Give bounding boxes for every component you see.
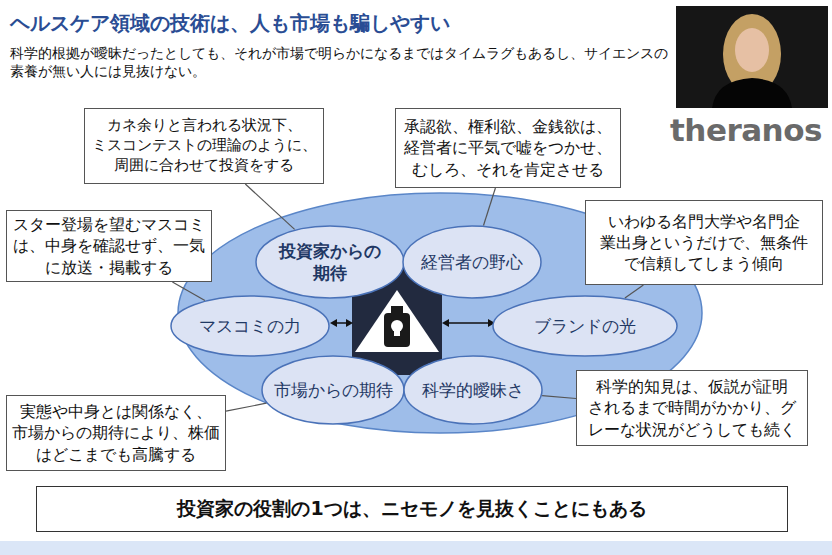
callout-box: 科学的知見は、仮説が証明 されるまで時間がかかり、グ レーな状況がどうしても続く (576, 370, 808, 446)
skull-jaw (394, 331, 400, 336)
ellipse-shape (256, 226, 404, 298)
ellipse-shape (171, 296, 329, 356)
ellipse-shape (493, 296, 677, 356)
factor-ellipse: 市場からの期待 (261, 355, 405, 425)
ellipse-shape (262, 356, 404, 424)
bottle-body (384, 313, 410, 347)
diagram-title: ヘルスケア領域の技術は、人も市場も騙しやすい (10, 10, 450, 37)
factor-ellipse: 投資家からの 期待 (255, 225, 405, 299)
ellipse-outline (255, 225, 405, 299)
leader-line (625, 285, 644, 298)
ellipse-shape (404, 356, 542, 424)
factor-ellipse: ブランドの光 (492, 295, 678, 357)
ellipse-label: マスコミの力 (199, 315, 301, 337)
subtitle-note: 科学的根拠が曖昧だったとしても、それが市場で明らかになるまではタイムラグもあるし… (10, 44, 680, 80)
box-text: 実態や中身とは関係なく、 市場からの期待により、株価 はどこまでも高騰する (10, 401, 222, 464)
callout-box: いわゆる名門大学や名門企 業出身というだけで、無条件 で信頼してしまう傾向 (585, 200, 823, 285)
leader-line (484, 188, 496, 226)
leader-line (226, 403, 266, 411)
ellipse-label: 市場からの期待 (274, 379, 393, 401)
photo-frame (676, 6, 828, 108)
callout-box: スター登場を望むマスコミ は、中身を確認せず、一気 に放送・掲載する (6, 210, 212, 282)
factor-ellipse: 経営者の野心 (402, 225, 542, 299)
callout-box: 承認欲、権利欲、金銭欲は、 経営者に平気で嘘をつかせ、 むしろ、それを肯定させる (395, 108, 621, 188)
leader-line (542, 396, 576, 399)
arrow-head (346, 319, 353, 327)
ellipse-shape (403, 226, 541, 298)
skull-icon (391, 320, 403, 332)
company-logo: theranos (670, 110, 832, 150)
arrow-head (442, 319, 449, 327)
box-text: 科学的知見は、仮説が証明 されるまで時間がかかり、グ レーな状況がどうしても続く (586, 376, 798, 439)
photo-body (712, 78, 792, 108)
ellipse-label: ブランドの光 (534, 315, 636, 337)
box-text: カネ余りと言われる状況下、 ミスコンテストの理論のように、 周囲に合わせて投資を… (88, 116, 320, 175)
box-text: 承認欲、権利欲、金銭欲は、 経営者に平気で嘘をつかせ、 むしろ、それを肯定させる (402, 116, 614, 179)
factor-ellipse: マスコミの力 (170, 295, 330, 357)
ellipse-label: 科学的曖昧さ (422, 379, 524, 401)
bottom-band (0, 541, 832, 555)
box-text: いわゆる名門大学や名門企 業出身というだけで、無条件 で信頼してしまう傾向 (596, 211, 812, 274)
ellipse-label: 経営者の野心 (421, 251, 523, 273)
factor-ellipse: 科学的曖昧さ (403, 355, 543, 425)
leader-line (245, 184, 294, 229)
box-text: 投資家の役割の1つは、ニセモノを見抜くことにもある (177, 496, 646, 521)
arrow-head (330, 319, 337, 327)
warning-triangle (355, 290, 439, 352)
conclusion-box: 投資家の役割の1つは、ニセモノを見抜くことにもある (36, 486, 788, 532)
bottle-neck (391, 306, 403, 314)
double-arrow-right (445, 322, 492, 324)
box-text: スター登場を望むマスコミ は、中身を確認せず、一気 に放送・掲載する (11, 214, 207, 277)
photo-face (735, 28, 769, 72)
leader-line (172, 282, 205, 300)
ellipse-label: 投資家からの 期待 (275, 240, 385, 285)
callout-box: カネ余りと言われる状況下、 ミスコンテストの理論のように、 周囲に合わせて投資を… (84, 108, 324, 184)
callout-box: 実態や中身とは関係なく、 市場からの期待により、株価 はどこまでも高騰する (6, 395, 226, 471)
